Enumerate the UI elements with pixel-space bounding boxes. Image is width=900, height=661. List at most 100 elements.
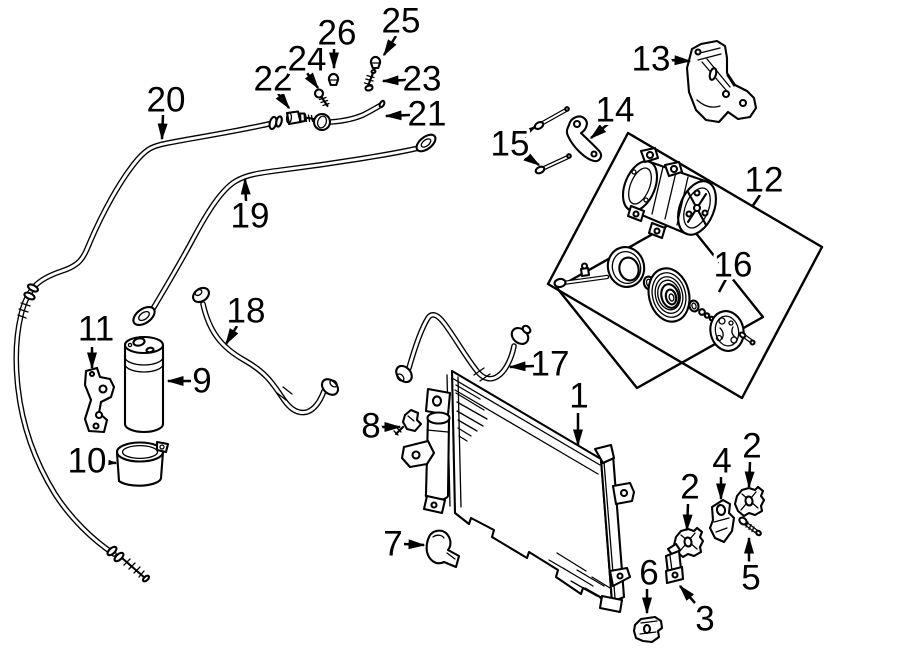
callout-number[interactable]: 4 — [709, 438, 735, 484]
callout-pointer — [157, 114, 168, 141]
callout-24[interactable]: 24 — [284, 36, 330, 90]
callout-16[interactable]: 16 — [710, 242, 756, 293]
callout-2[interactable]: 2 — [739, 423, 765, 489]
callout-20[interactable]: 20 — [143, 77, 189, 141]
callout-13[interactable]: 13 — [628, 36, 692, 82]
callout-8[interactable]: 8 — [358, 403, 402, 449]
callout-number[interactable]: 13 — [628, 36, 674, 82]
part-cap-25 — [369, 55, 382, 70]
callout-10[interactable]: 10 — [64, 438, 118, 484]
callout-pointer — [519, 150, 541, 167]
part-bracket-13 — [685, 39, 758, 124]
callout-number[interactable]: 17 — [527, 341, 573, 387]
callout-number[interactable]: 10 — [64, 438, 110, 484]
callout-pointer — [381, 75, 407, 86]
part-cap-26 — [327, 72, 340, 87]
callout-pointer — [403, 539, 426, 550]
callout-number[interactable]: 6 — [636, 550, 662, 596]
callout-21[interactable]: 21 — [384, 91, 450, 137]
callout-11[interactable]: 11 — [74, 306, 118, 370]
callout-number[interactable]: 18 — [223, 288, 269, 334]
callout-pointer — [99, 457, 118, 468]
part-bracket-11 — [83, 366, 116, 434]
callout-number[interactable]: 14 — [592, 87, 638, 133]
part-valve-22 — [285, 110, 316, 126]
callout-4[interactable]: 4 — [709, 438, 735, 501]
callout-25[interactable]: 25 — [378, 0, 424, 57]
callout-number[interactable]: 24 — [284, 36, 330, 82]
callout-pointer — [240, 177, 251, 202]
callout-number[interactable]: 3 — [692, 596, 718, 642]
callout-5[interactable]: 5 — [738, 536, 764, 601]
part-hose-17 — [395, 312, 532, 384]
part-strap-14 — [565, 115, 603, 163]
part-clip-3 — [664, 542, 685, 585]
callout-number[interactable]: 25 — [378, 0, 424, 44]
callout-number[interactable]: 11 — [74, 306, 117, 352]
callout-pointer — [304, 72, 320, 90]
part-hose-18 — [192, 286, 340, 416]
callout-pointer — [384, 110, 411, 121]
artwork — [13, 39, 824, 644]
callout-12[interactable]: 12 — [741, 157, 787, 208]
callout-number[interactable]: 9 — [189, 358, 215, 404]
callout-number[interactable]: 23 — [399, 56, 445, 102]
callout-number[interactable]: 16 — [710, 242, 756, 288]
callout-pointer — [224, 325, 239, 346]
part-clamp-10 — [115, 440, 170, 487]
callout-pointer — [275, 91, 290, 110]
callout-number[interactable]: 15 — [487, 121, 533, 167]
callout-number[interactable]: 2 — [739, 423, 765, 469]
callout-14[interactable]: 14 — [589, 87, 638, 139]
part-pipe-20 — [13, 115, 283, 583]
callout-3[interactable]: 3 — [679, 584, 718, 642]
callout-number[interactable]: 20 — [143, 77, 189, 123]
callout-pointer — [750, 194, 762, 208]
callout-number[interactable]: 19 — [227, 193, 273, 239]
callout-pointer — [744, 461, 755, 489]
callout-22[interactable]: 22 — [250, 56, 296, 110]
part-bolts-15 — [533, 106, 572, 175]
part-screw-24 — [313, 88, 330, 108]
callout-pointer — [682, 503, 693, 532]
callout-pointer — [382, 35, 398, 57]
callout-9[interactable]: 9 — [166, 358, 215, 404]
part-bolt-5 — [738, 516, 762, 537]
part-compressor — [621, 146, 717, 240]
part-bracket-4 — [708, 498, 736, 544]
part-bracket-7 — [425, 529, 461, 569]
callout-number[interactable]: 22 — [250, 56, 296, 102]
callout-number[interactable]: 21 — [404, 91, 450, 137]
callout-number[interactable]: 2 — [677, 464, 703, 510]
callout-number[interactable]: 8 — [358, 403, 384, 449]
callout-19[interactable]: 19 — [227, 177, 273, 239]
part-condenser-1 — [400, 369, 636, 614]
callout-number[interactable]: 26 — [314, 10, 360, 56]
callout-pointer — [519, 125, 537, 140]
part-clutch-box-16 — [555, 215, 765, 390]
callout-number[interactable]: 7 — [380, 521, 406, 567]
part-pipe-19 — [132, 133, 437, 327]
callout-number[interactable]: 5 — [738, 555, 764, 601]
callout-2[interactable]: 2 — [677, 464, 703, 532]
callout-pointer — [679, 584, 696, 604]
callout-number[interactable]: 1 — [566, 373, 592, 419]
callout-17[interactable]: 17 — [508, 341, 573, 387]
part-screw-23 — [363, 68, 377, 92]
callout-7[interactable]: 7 — [380, 521, 426, 567]
callout-pointer — [717, 278, 728, 293]
part-pipe-21 — [312, 99, 386, 132]
callout-6[interactable]: 6 — [636, 550, 662, 615]
callout-1[interactable]: 1 — [566, 373, 592, 447]
callout-15[interactable]: 15 — [487, 121, 541, 167]
callout-pointer — [589, 123, 609, 139]
part-clutch-kit — [553, 246, 756, 352]
callout-18[interactable]: 18 — [223, 288, 269, 346]
callout-23[interactable]: 23 — [381, 56, 445, 102]
callout-26[interactable]: 26 — [314, 10, 360, 70]
callout-number[interactable]: 12 — [741, 157, 787, 203]
part-drier-9 — [123, 335, 165, 434]
